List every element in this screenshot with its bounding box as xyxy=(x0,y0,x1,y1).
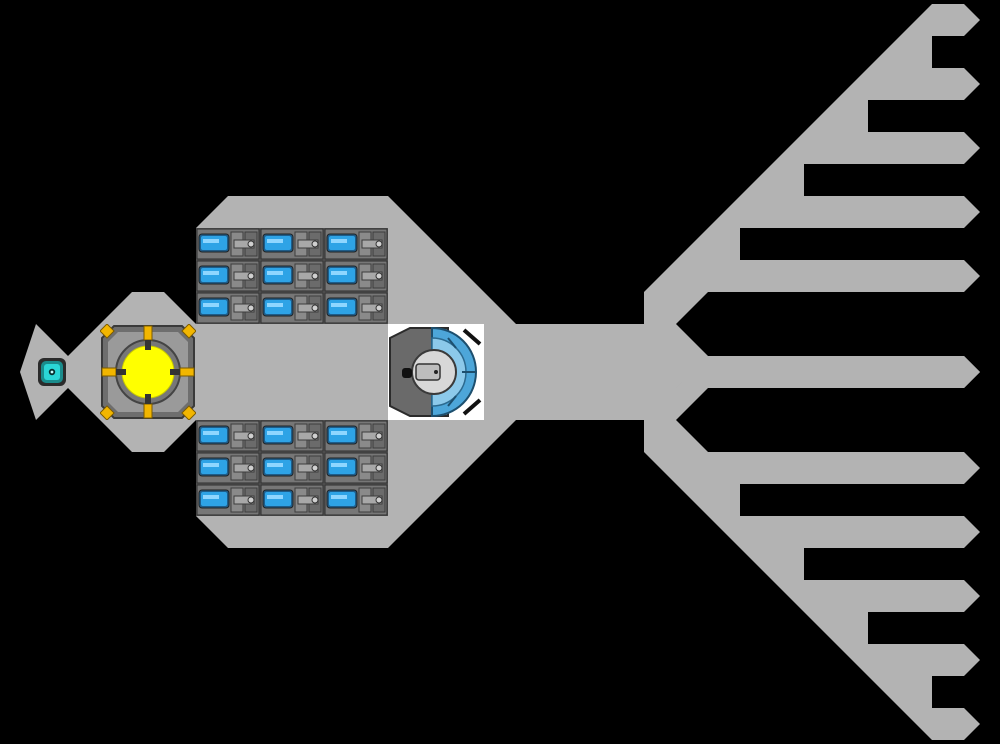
battery-cell-icon xyxy=(196,420,260,452)
battery-module[interactable] xyxy=(260,228,324,260)
battery-cell-icon xyxy=(324,452,388,484)
battery-cell-icon xyxy=(324,228,388,260)
battery-grid-bottom xyxy=(196,420,388,516)
battery-module[interactable] xyxy=(260,452,324,484)
battery-module[interactable] xyxy=(324,420,388,452)
battery-cell-icon xyxy=(196,260,260,292)
battery-cell-icon xyxy=(260,484,324,516)
battery-module[interactable] xyxy=(196,420,260,452)
battery-module[interactable] xyxy=(260,484,324,516)
battery-cell-icon xyxy=(196,292,260,324)
battery-module[interactable] xyxy=(196,260,260,292)
battery-module[interactable] xyxy=(196,292,260,324)
battery-cell-icon xyxy=(324,420,388,452)
upper-wing xyxy=(644,4,980,324)
battery-module[interactable] xyxy=(260,260,324,292)
battery-module[interactable] xyxy=(324,228,388,260)
nose-core[interactable] xyxy=(36,356,68,388)
battery-module[interactable] xyxy=(260,292,324,324)
battery-module[interactable] xyxy=(196,228,260,260)
reactor[interactable] xyxy=(100,324,196,420)
battery-module[interactable] xyxy=(324,484,388,516)
lower-wing xyxy=(644,420,980,740)
cockpit-dome-icon xyxy=(388,324,484,420)
neck xyxy=(516,324,646,420)
battery-module[interactable] xyxy=(196,452,260,484)
battery-cell-icon xyxy=(260,420,324,452)
battery-module[interactable] xyxy=(324,292,388,324)
yellow-reactor-icon xyxy=(100,324,196,420)
battery-cell-icon xyxy=(260,292,324,324)
battery-module[interactable] xyxy=(260,420,324,452)
battery-cell-icon xyxy=(324,292,388,324)
battery-cell-icon xyxy=(196,228,260,260)
battery-cell-icon xyxy=(196,452,260,484)
battery-module[interactable] xyxy=(324,260,388,292)
battery-grid-top xyxy=(196,228,388,324)
battery-cell-icon xyxy=(196,484,260,516)
cockpit[interactable] xyxy=(388,324,484,420)
cyan-core-icon xyxy=(38,358,66,386)
rear-prong-lower xyxy=(644,356,980,420)
battery-module[interactable] xyxy=(196,484,260,516)
battery-cell-icon xyxy=(260,228,324,260)
battery-cell-icon xyxy=(324,260,388,292)
battery-cell-icon xyxy=(260,260,324,292)
battery-module[interactable] xyxy=(324,452,388,484)
battery-cell-icon xyxy=(324,484,388,516)
battery-cell-icon xyxy=(260,452,324,484)
